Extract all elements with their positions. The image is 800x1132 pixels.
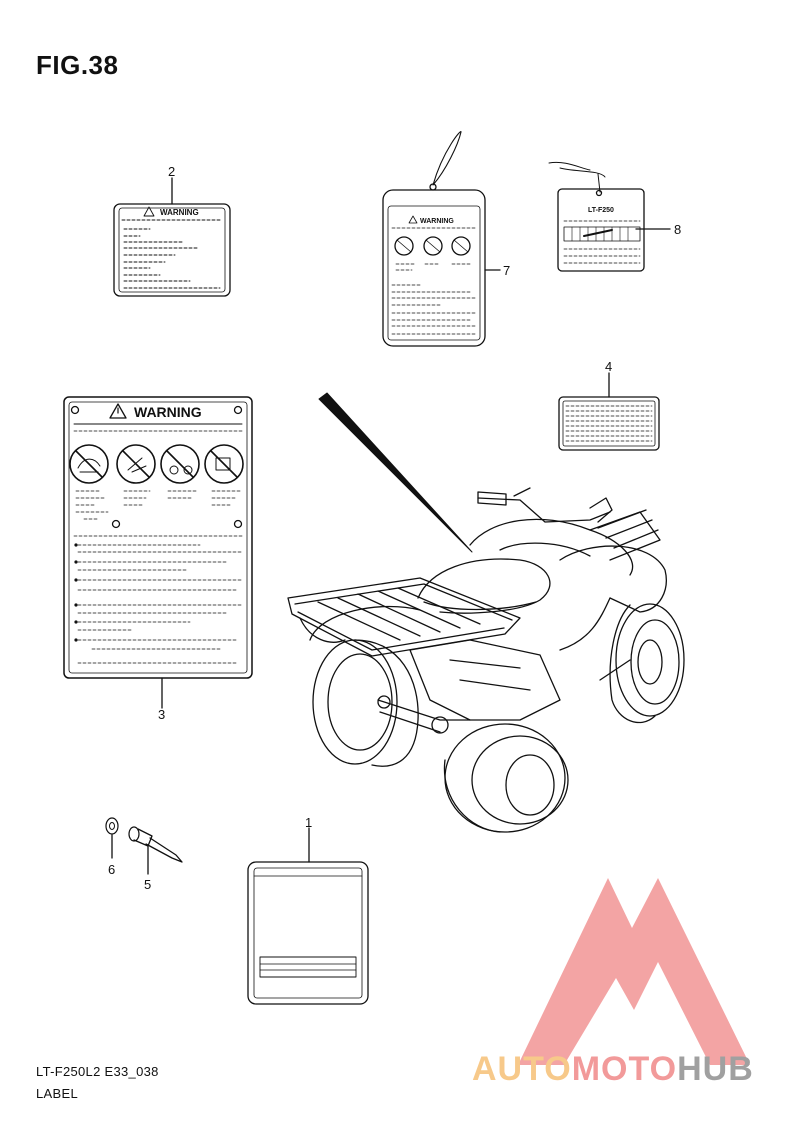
callout-6: 6 <box>108 862 115 877</box>
label-part-3[interactable]: WARNING <box>63 396 253 679</box>
callout-8: 8 <box>674 222 681 237</box>
callout-5: 5 <box>144 877 151 892</box>
callout-3: 3 <box>158 707 165 722</box>
callout-1: 1 <box>305 815 312 830</box>
label-part-2[interactable]: WARNING <box>113 203 231 297</box>
tag-part-8[interactable]: LT-F250 <box>548 161 645 272</box>
watermark-part-hub: HUB <box>677 1050 754 1088</box>
drawing-code: LT-F250L2 E33_038 <box>36 1064 159 1079</box>
tag-part-7[interactable]: WARNING <box>382 131 486 347</box>
figure-title: FIG.38 <box>36 50 119 80</box>
atv-outline <box>287 487 685 833</box>
label-part-4[interactable] <box>558 396 660 451</box>
warning-small-title: WARNING <box>160 208 199 217</box>
washer-part-6[interactable] <box>105 817 119 835</box>
warning-large-title: WARNING <box>134 404 202 420</box>
watermark-part-auto: AUTO <box>472 1050 572 1088</box>
watermark-logo-icon <box>518 878 750 1065</box>
watermark-text: AUTOMOTOHUB <box>472 1050 754 1089</box>
callout-4: 4 <box>605 359 612 374</box>
model-tag-text: LT-F250 <box>588 207 614 214</box>
callout-7: 7 <box>503 263 510 278</box>
label-part-1[interactable] <box>247 861 369 1005</box>
watermark-part-moto: MOTO <box>571 1050 678 1088</box>
rivet-part-5[interactable] <box>128 826 183 863</box>
warning-tag-title: WARNING <box>420 218 454 225</box>
drawing-name: LABEL <box>36 1086 78 1101</box>
location-pointer-arrow <box>318 392 473 553</box>
callout-2: 2 <box>168 164 175 179</box>
